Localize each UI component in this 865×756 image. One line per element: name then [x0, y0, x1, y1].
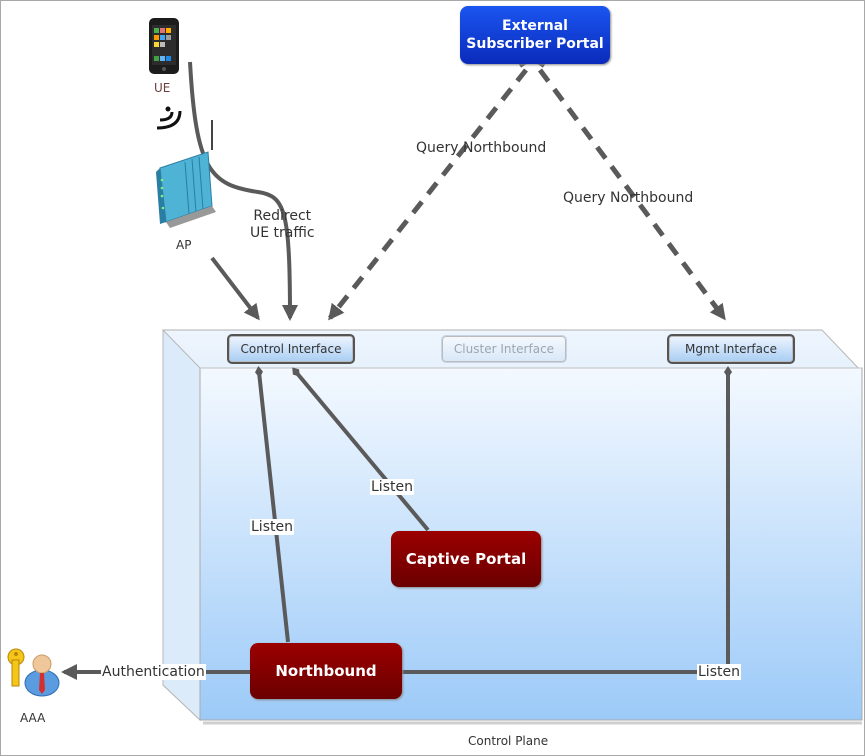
control-interface-node[interactable]: Control Interface: [227, 334, 355, 364]
control-plane-left-face: [162, 328, 201, 722]
external-subscriber-portal-node[interactable]: External Subscriber Portal: [460, 6, 610, 64]
control-interface-label: Control Interface: [240, 342, 342, 356]
cluster-interface-label: Cluster Interface: [453, 342, 555, 356]
captive-portal-node[interactable]: Captive Portal: [391, 531, 541, 587]
smartphone-icon: [149, 18, 179, 74]
listen-mgmt-label: Listen: [697, 664, 741, 680]
external-portal-label-line1: External: [502, 18, 568, 34]
authentication-label: Authentication: [101, 664, 206, 680]
query-northbound-left-label: Query Northbound: [416, 140, 547, 156]
listen-captive-label: Listen: [370, 479, 414, 495]
query-northbound-right-label: Query Northbound: [563, 190, 694, 206]
redirect-connector: [188, 61, 298, 321]
cluster-interface-node[interactable]: Cluster Interface: [441, 335, 567, 363]
listen-captive-connector: [292, 367, 430, 532]
ue-label: UE: [154, 81, 171, 95]
query-northbound-right-connector: [537, 68, 727, 321]
mgmt-interface-node[interactable]: Mgmt Interface: [667, 334, 795, 364]
listen-northbound-label: Listen: [250, 519, 294, 535]
wifi-signal-icon: [156, 106, 182, 130]
wireless-router-icon: [156, 120, 216, 228]
query-northbound-left-connector: [328, 68, 528, 321]
control-plane-box: [162, 328, 863, 725]
redirect-label-line2: UE traffic: [250, 225, 315, 241]
key-user-icon: [7, 648, 60, 697]
control-plane-label: Control Plane: [468, 734, 549, 748]
listen-northbound-connector: [255, 366, 290, 643]
redirect-label-line1: Redirect: [253, 208, 312, 224]
redirect-ue-traffic-label: Redirect UE traffic: [250, 208, 315, 242]
mgmt-interface-label: Mgmt Interface: [685, 342, 777, 356]
northbound-node[interactable]: Northbound: [250, 643, 402, 699]
northbound-label: Northbound: [275, 662, 377, 680]
ap-label: AP: [176, 238, 192, 252]
external-portal-label-line2: Subscriber Portal: [466, 36, 604, 52]
captive-portal-label: Captive Portal: [405, 550, 527, 568]
aaa-label: AAA: [20, 711, 46, 725]
ap-connector: [210, 256, 260, 321]
